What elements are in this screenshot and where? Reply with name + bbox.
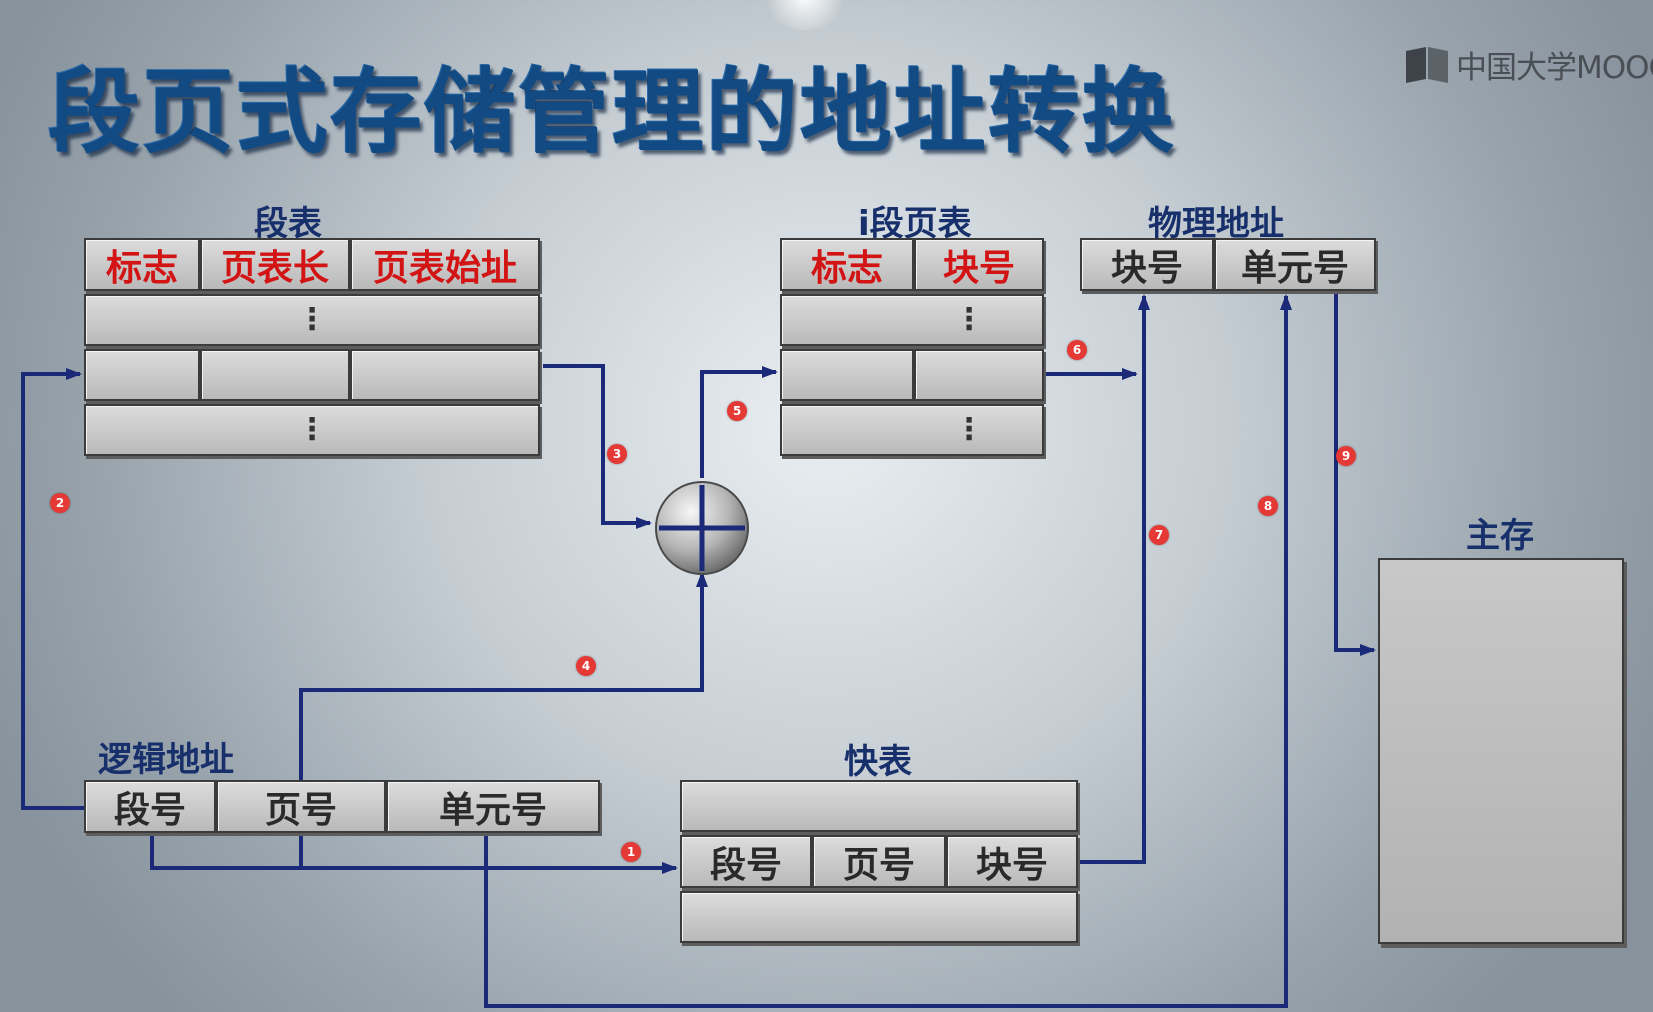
- segment-table-col-flag: 标志: [84, 238, 200, 291]
- fast-table-heading: 快表: [844, 742, 912, 782]
- step-badge-5: 5: [727, 401, 747, 421]
- segment-table-row-flag: [84, 349, 200, 401]
- physical-unit-number: 单元号: [1214, 238, 1376, 291]
- segment-table-row-start: [350, 349, 540, 401]
- page-table-heading: i段页表: [858, 204, 972, 244]
- logical-address-heading: 逻辑地址: [98, 740, 234, 780]
- page-table-col-flag: 标志: [780, 238, 914, 291]
- segment-table-row-ellipsis-2: ⋮: [84, 404, 540, 456]
- logical-unit-number: 单元号: [386, 780, 600, 833]
- logical-segment-number: 段号: [84, 780, 216, 833]
- page-table-row-flag: [780, 349, 914, 401]
- step-badge-2: 2: [50, 493, 70, 513]
- wire-step-7: [1080, 294, 1150, 864]
- step-badge-6: 6: [1067, 340, 1087, 360]
- book-icon: [1406, 46, 1448, 83]
- page-table-col-block: 块号: [914, 238, 1044, 291]
- fast-table-row-bottom: [680, 891, 1078, 943]
- mooc-logo: 中国大学MOOC: [1404, 42, 1653, 87]
- wire-step-4: [299, 571, 708, 780]
- wire-step-5: [700, 366, 778, 478]
- logo-text: 中国大学MOOC: [1456, 50, 1653, 86]
- wire-step-8: [484, 294, 1292, 1008]
- main-memory-heading: 主存: [1466, 516, 1534, 556]
- step-badge-4: 4: [576, 656, 596, 676]
- physical-block-number: 块号: [1080, 238, 1214, 291]
- segment-table-col-start: 页表始址: [350, 238, 540, 291]
- wire-step-9: [1334, 292, 1376, 656]
- segment-table-heading: 段表: [254, 204, 322, 244]
- fast-table-block-number: 块号: [946, 835, 1078, 888]
- logical-page-number: 页号: [216, 780, 386, 833]
- vertical-ellipsis: ⋮: [954, 302, 984, 337]
- wire-step-1: [150, 832, 678, 874]
- wire-step-2: [21, 368, 84, 810]
- step-badge-3: 3: [607, 444, 627, 464]
- step-badge-1: 1: [621, 842, 641, 862]
- main-memory-block: [1378, 558, 1624, 944]
- page-table-row-ellipsis-2: ⋮: [780, 404, 1044, 456]
- physical-address-heading: 物理地址: [1148, 204, 1284, 244]
- wire-step-3: [543, 364, 652, 529]
- step-badge-7: 7: [1149, 525, 1169, 545]
- step-badge-9: 9: [1336, 446, 1356, 466]
- vertical-ellipsis: ⋮: [297, 412, 327, 447]
- adder-icon: [655, 481, 749, 575]
- vertical-ellipsis: ⋮: [297, 302, 327, 337]
- segment-table-row-ellipsis-1: ⋮: [84, 294, 540, 346]
- fast-table-row-top: [680, 780, 1078, 832]
- segment-table-col-length: 页表长: [200, 238, 350, 291]
- segment-table-row-length: [200, 349, 350, 401]
- fast-table-page-number: 页号: [812, 835, 946, 888]
- page-title: 段页式存储管理的地址转换: [48, 59, 1177, 166]
- vertical-ellipsis: ⋮: [954, 412, 984, 447]
- fast-table-segment-number: 段号: [680, 835, 812, 888]
- page-table-row-ellipsis-1: ⋮: [780, 294, 1044, 346]
- page-table-row-block: [914, 349, 1044, 401]
- step-badge-8: 8: [1258, 496, 1278, 516]
